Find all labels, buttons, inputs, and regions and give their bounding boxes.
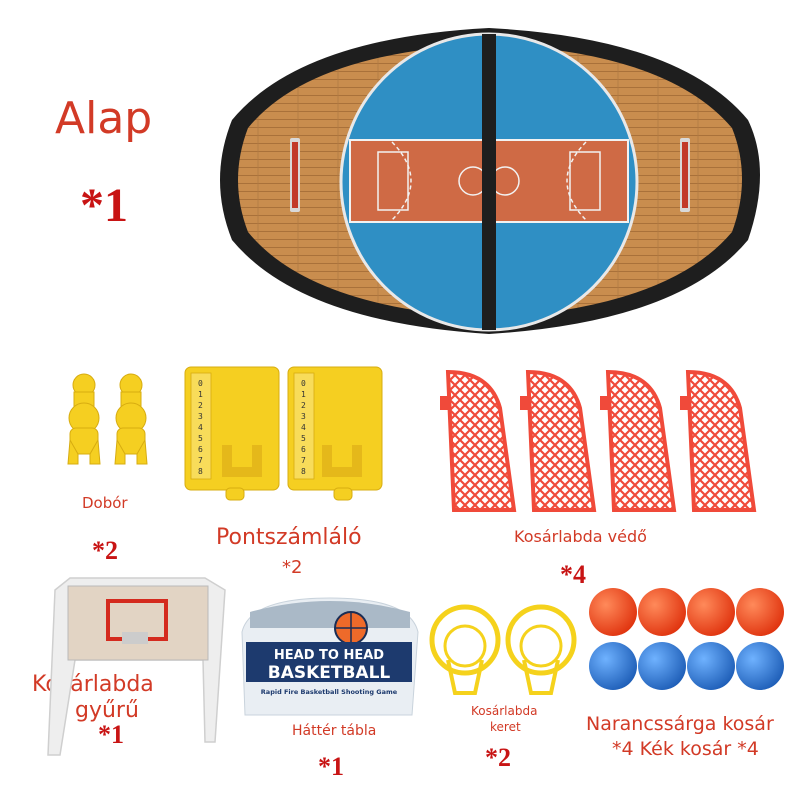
shooter-qty: *2 (92, 536, 118, 565)
scale-digit: 3 (301, 412, 306, 421)
scoreboard-2 (287, 366, 383, 501)
net-guard-1 (440, 369, 517, 512)
scoreboard-2-scale: 0 1 2 3 4 5 6 7 8 (301, 379, 306, 476)
blue-ball (687, 642, 735, 690)
orange-ball (638, 588, 686, 636)
blue-ball (736, 642, 784, 690)
balls-label-line1: Narancssárga kosár (586, 713, 774, 735)
blue-balls (589, 642, 784, 690)
scoreboard-1 (184, 366, 280, 501)
scale-digit: 2 (198, 401, 203, 410)
scoreboard-label: Pontszámláló (216, 525, 362, 550)
scale-digit: 0 (301, 379, 306, 388)
blue-ball (589, 642, 637, 690)
scale-digit: 8 (198, 467, 203, 476)
base-qty: *1 (80, 179, 128, 232)
net-guard-2 (520, 369, 597, 512)
scale-digit: 7 (198, 456, 203, 465)
shooter-2 (114, 373, 148, 465)
scoreboard-qty: *2 (282, 557, 303, 578)
scoreboard-1-scale: 0 1 2 3 4 5 6 7 8 (198, 379, 203, 476)
hoop-2 (505, 604, 577, 695)
scale-digit: 1 (198, 390, 203, 399)
net-guard-3 (600, 369, 677, 512)
backboard-tagline: Rapid Fire Basketball Shooting Game (261, 688, 398, 696)
orange-ball (687, 588, 735, 636)
backboard-title-1: HEAD TO HEAD (274, 648, 384, 663)
backboard-label: Háttér tábla (292, 723, 377, 739)
hoop-1 (429, 604, 501, 695)
scale-digit: 7 (301, 456, 306, 465)
orange-ball (589, 588, 637, 636)
backboard-qty: *1 (318, 752, 344, 781)
hoop-label-line2: keret (490, 720, 521, 734)
scale-digit: 8 (301, 467, 306, 476)
ring-qty: *1 (98, 720, 124, 749)
guard-label: Kosárlabda védő (514, 527, 647, 546)
backboard-title-2: BASKETBALL (268, 663, 391, 683)
net-guard-4 (680, 369, 757, 512)
orange-ball (736, 588, 784, 636)
base-logo-right (680, 138, 690, 212)
orange-balls (589, 588, 784, 636)
scale-digit: 0 (198, 379, 203, 388)
scale-digit: 3 (198, 412, 203, 421)
scale-digit: 6 (301, 445, 306, 454)
shooter-label: Dobór (82, 494, 128, 512)
balls-label-line2: *4 Kék kosár *4 (612, 738, 759, 760)
ring-label-line2: gyűrű (75, 698, 139, 723)
blue-ball (638, 642, 686, 690)
scale-digit: 1 (301, 390, 306, 399)
shooter-1 (67, 373, 101, 465)
court-circle (339, 32, 639, 332)
base-label: Alap (55, 93, 153, 144)
base-logo-left (290, 138, 300, 212)
scale-digit: 5 (301, 434, 306, 443)
scale-digit: 6 (198, 445, 203, 454)
scale-digit: 5 (198, 434, 203, 443)
scale-digit: 4 (198, 423, 203, 432)
scale-digit: 2 (301, 401, 306, 410)
hoop-qty: *2 (485, 743, 511, 772)
hoop-label-line1: Kosárlabda (471, 704, 538, 718)
scale-digit: 4 (301, 423, 306, 432)
guard-qty: *4 (560, 560, 586, 589)
